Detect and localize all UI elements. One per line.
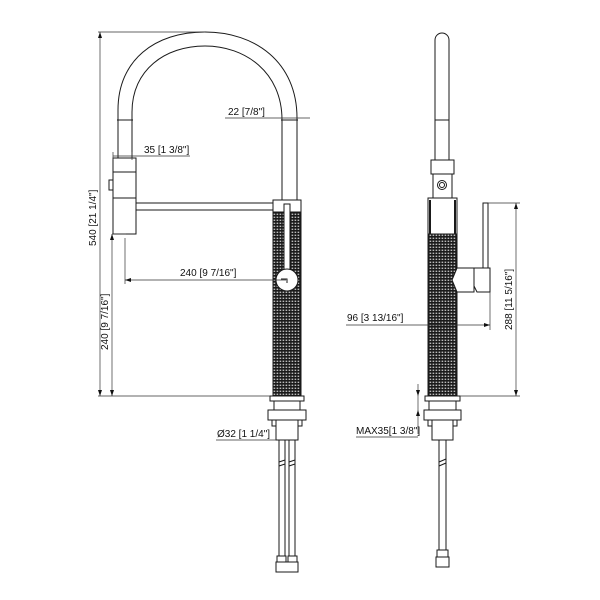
- dim-sprayer-height: 240 [9 7/16"]: [100, 293, 111, 350]
- sprayer-collar: [430, 159, 455, 175]
- spout-arch: [117, 31, 298, 200]
- dim-total-height: 540 [21 1/4"]: [88, 189, 99, 246]
- dim-handle-height: 288 [11 5/16"]: [504, 269, 515, 330]
- front-view: 96 [3 13/16"] 288 [11 5/16"] MAX35[1 3/8…: [346, 32, 520, 568]
- handle-hub-detail: [281, 278, 288, 283]
- dim-mount-hole-diameter: Ø32 [1 1/4"]: [217, 429, 270, 440]
- supply-hose: [435, 440, 450, 568]
- sprayer-head: [108, 157, 137, 235]
- base-mount: [423, 395, 462, 441]
- front-view-dimensions: [346, 202, 520, 438]
- dim-max-deck-thickness: MAX35[1 3/8"]: [356, 426, 420, 437]
- body-top: [427, 197, 458, 235]
- handle-hub: [451, 267, 475, 293]
- knurled-body: [427, 233, 458, 397]
- sprayer-button: [437, 180, 447, 190]
- side-view: 22 [7/8"] 35 [1 3/8"] 540 [21 1/4"] 240 …: [88, 31, 310, 573]
- handle-lever: [283, 203, 291, 279]
- dim-sprayer-width: 35 [1 3/8"]: [144, 145, 189, 156]
- dim-spout-tube-width: 22 [7/8"]: [228, 107, 265, 118]
- supply-hoses: [275, 440, 299, 573]
- dim-spout-reach: 240 [9 7/16"]: [180, 268, 237, 279]
- side-view-dimensions: [98, 31, 310, 441]
- handle-lever: [482, 202, 489, 270]
- spout-tube: [434, 32, 450, 160]
- base-mount: [267, 395, 307, 441]
- dim-handle-projection: 96 [3 13/16"]: [347, 313, 404, 324]
- spout-arm: [136, 202, 274, 211]
